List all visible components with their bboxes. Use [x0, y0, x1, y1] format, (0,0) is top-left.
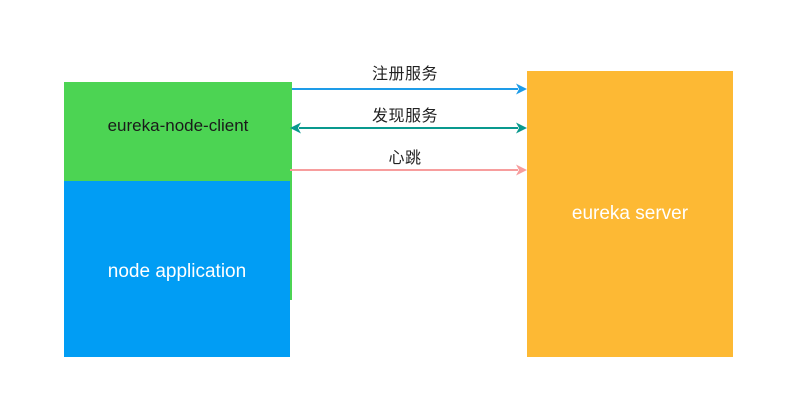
flow-label-register-service: 注册服务 — [371, 66, 439, 83]
flow-arrow-register-service — [292, 83, 527, 95]
flow-arrow-heartbeat — [290, 164, 527, 176]
node-eureka-server[interactable]: eureka server — [527, 71, 733, 357]
node-node-application[interactable]: node application — [64, 181, 290, 357]
node-node-application-label: node application — [107, 261, 247, 282]
flow-label-heartbeat: 心跳 — [388, 150, 422, 167]
flow-label-discover-service: 发现服务 — [371, 108, 439, 125]
flow-arrow-discover-service — [290, 122, 527, 134]
node-eureka-node-client-label: eureka-node-client — [107, 116, 249, 135]
node-eureka-server-label: eureka server — [571, 203, 689, 225]
